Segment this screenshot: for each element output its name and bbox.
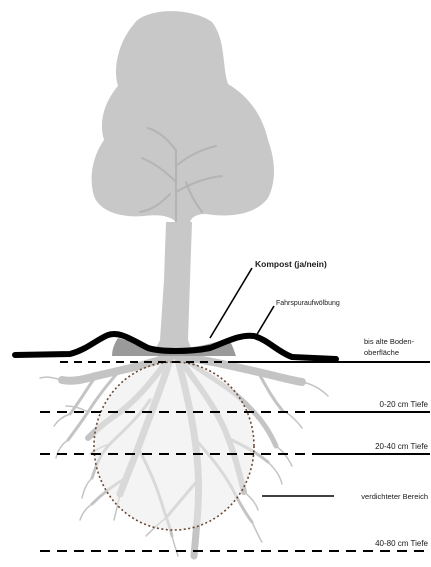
old-surface-label-line2: oberfläche: [364, 348, 399, 357]
compacted-zone: [94, 362, 254, 530]
rut-bulge-label: Fahrspuraufwölbung: [276, 300, 340, 307]
rut-bulge-leader-line: [256, 306, 274, 336]
old-surface-label-line1: bis alte Boden-: [364, 337, 415, 346]
tree-trunk: [152, 222, 194, 356]
depth-20-40-label: 20-40 cm Tiefe: [375, 442, 428, 451]
compacted-zone-label: verdichteter Bereich: [361, 492, 428, 501]
depth-0-20-label: 0-20 cm Tiefe: [380, 400, 429, 409]
compost-leader-line: [210, 268, 252, 338]
tree-crown: [92, 11, 274, 222]
depth-40-80-label: 40-80 cm Tiefe: [375, 539, 428, 548]
compost-label: Kompost (ja/nein): [255, 259, 327, 269]
